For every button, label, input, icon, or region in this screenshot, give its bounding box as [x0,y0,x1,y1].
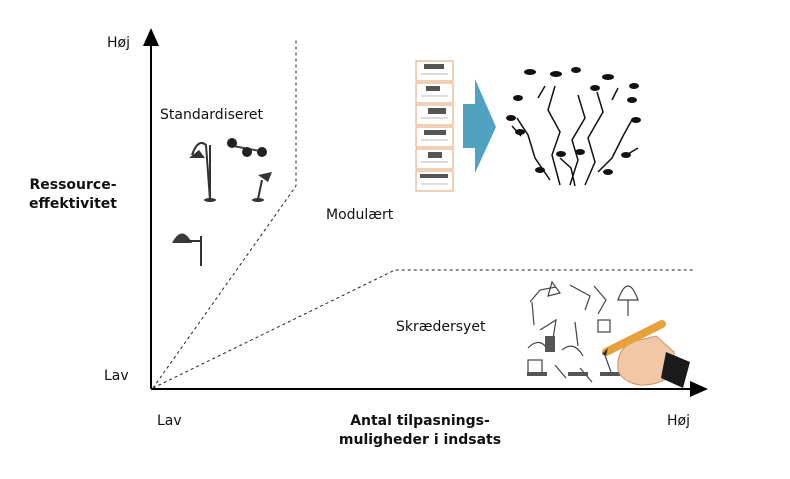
x-axis-title-line1: Antal tilpasnings- [350,413,490,429]
region-custom-label: Skrædersyet [396,319,486,335]
x-axis-high-label: Høj [667,413,690,429]
x-axis-title: Antal tilpasnings- muligheder i indsats [320,412,520,450]
arrow-right-icon [463,79,496,173]
spotlight-bar-icon [227,138,267,157]
module-components-panel [415,60,454,192]
wall-lamp-icon [172,233,202,266]
desk-lamp-icon [252,172,272,202]
region-modular-label: Modulært [326,207,394,223]
y-axis-title-line2: effektivitet [29,196,117,212]
y-axis-high-label: Høj [107,35,130,51]
floor-lamp-icon [189,142,216,202]
y-axis-low-label: Lav [104,368,129,384]
standardized-boundary [152,38,297,389]
modular-lamp-heads [506,67,641,175]
x-axis-low-label: Lav [157,413,182,429]
region-standardized-label: Standardiseret [160,107,264,123]
x-axis-title-line2: muligheder i indsats [338,432,502,448]
modular-lamps-cluster-icon [511,85,639,187]
drawing-hand-icon [602,320,690,388]
y-axis-title-line1: Ressource- [29,177,117,193]
y-axis-title: Ressource- effektivitet [18,176,128,214]
